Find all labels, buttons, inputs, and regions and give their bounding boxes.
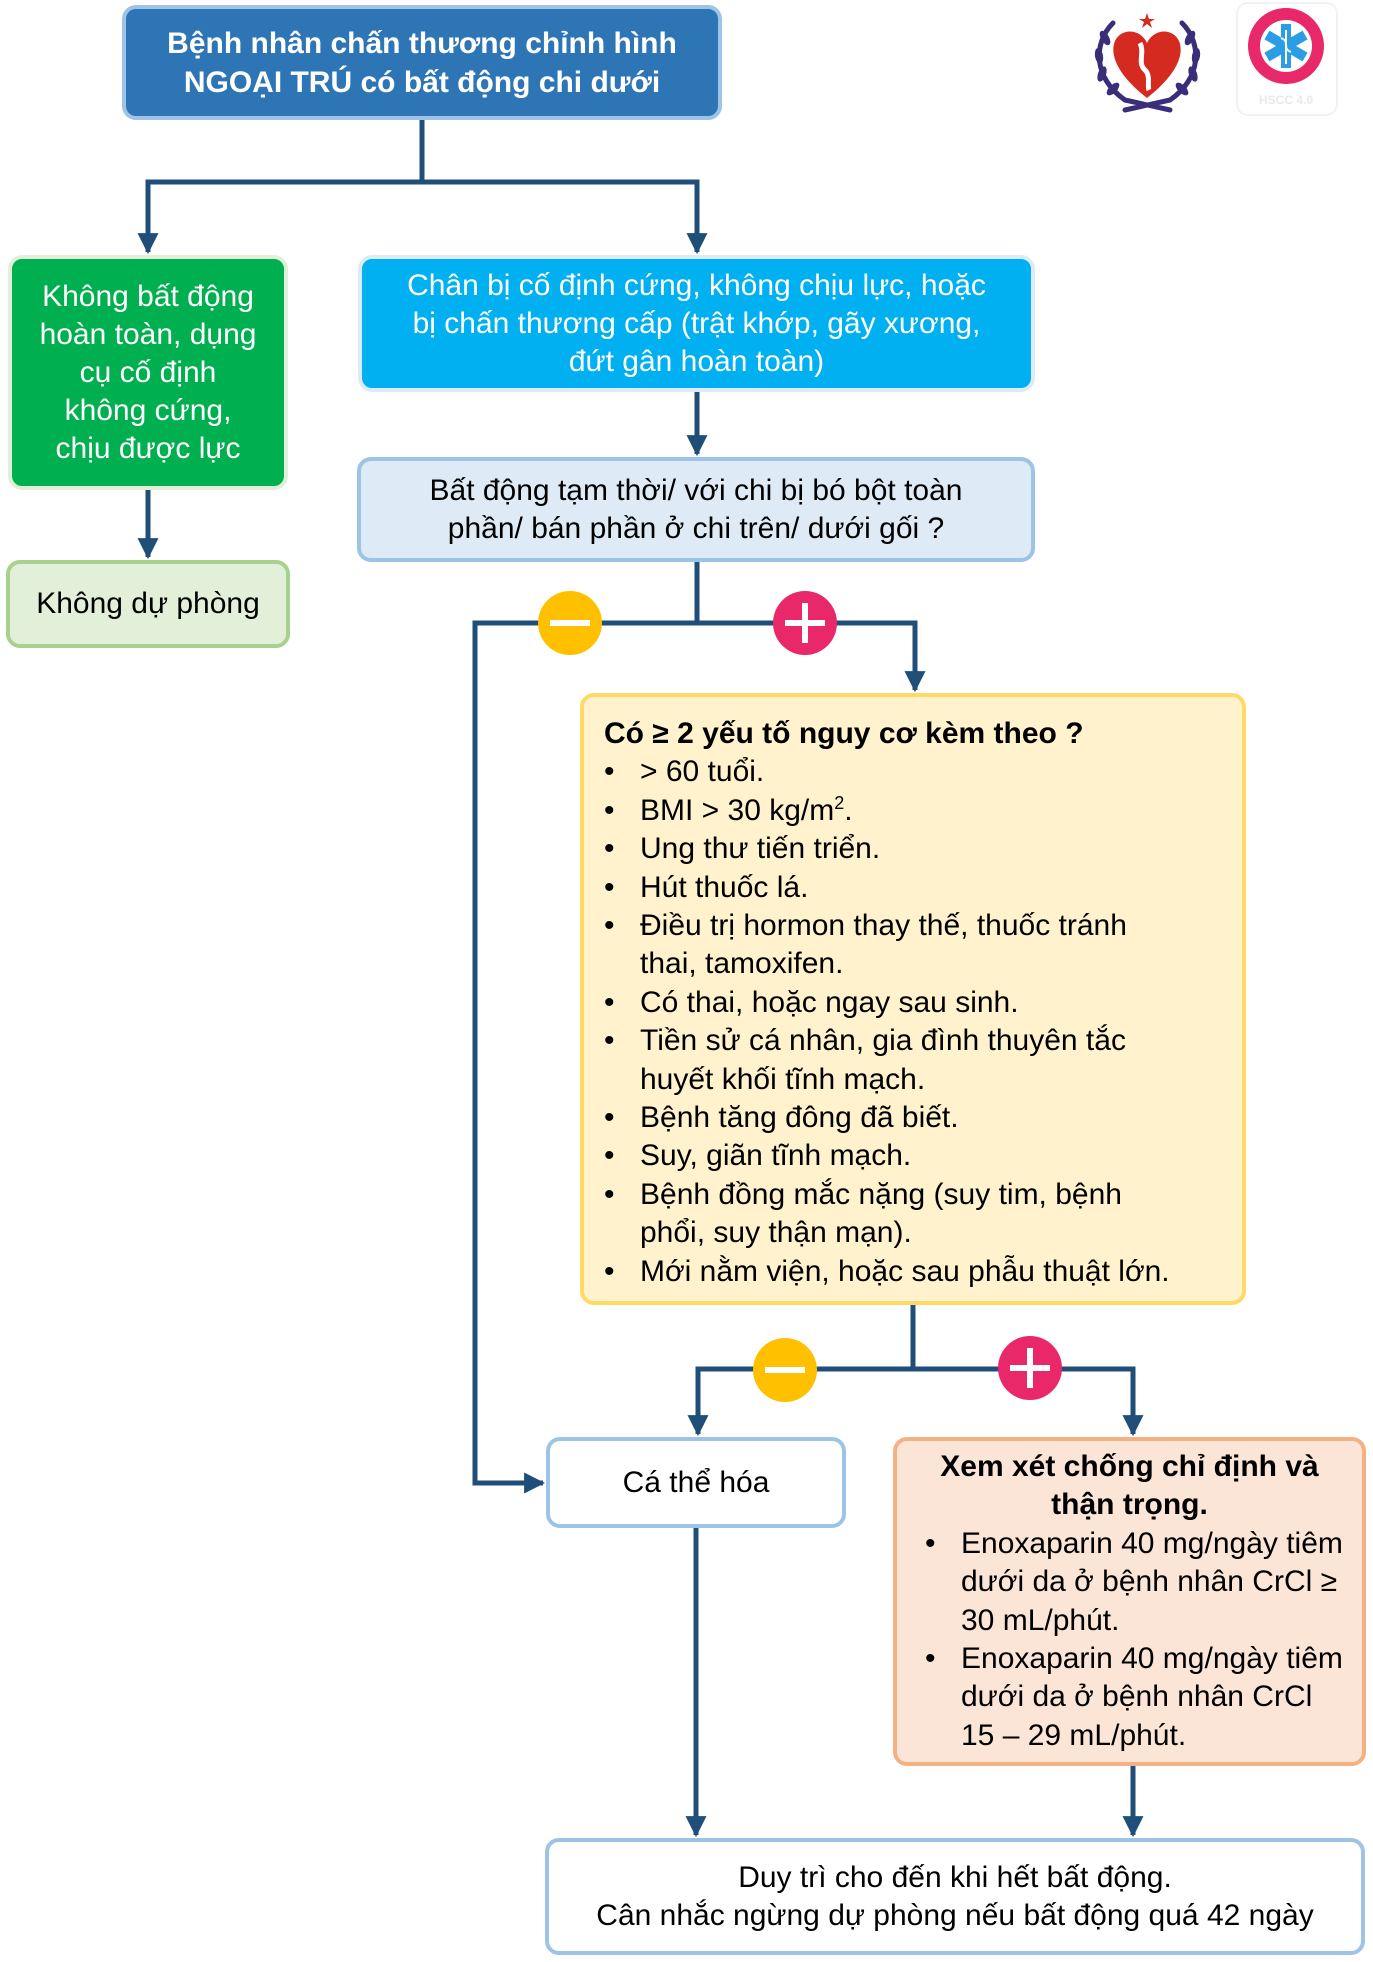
node-line: cụ cố định — [79, 355, 217, 389]
node-line: đứt gân hoàn toàn) — [568, 344, 825, 378]
minus-badge-icon — [753, 1338, 817, 1402]
contraindication-node: Xem xét chống chỉ định và thận trọng. En… — [893, 1437, 1366, 1766]
contra-title-line: Xem xét chống chỉ định và — [940, 1449, 1319, 1483]
start-node: Bệnh nhân chấn thương chỉnh hình NGOẠI T… — [122, 5, 722, 120]
node-text: Không dự phòng — [36, 587, 260, 620]
risk-factor-item: Mới nằm viện, hoặc sau phẫu thuật lớn. — [604, 1253, 1222, 1292]
start-node-line: Bệnh nhân chấn thương chỉnh hình — [167, 26, 677, 60]
node-line: bị chấn thương cấp (trật khớp, gãy xương… — [412, 306, 981, 340]
node-line: Duy trì cho đến khi hết bất động. — [738, 1860, 1172, 1894]
risk-factor-item: Suy, giãn tĩnh mạch. — [604, 1137, 1222, 1176]
risk-factor-item: BMI > 30 kg/m2. — [604, 792, 1222, 831]
node-line: Chân bị cố định cứng, không chịu lực, ho… — [407, 268, 986, 302]
no-prophylaxis-node: Không dự phòng — [6, 560, 290, 648]
risk-factors-node: Có ≥ 2 yếu tố nguy cơ kèm theo ? > 60 tu… — [580, 693, 1246, 1305]
plus-badge-icon — [773, 591, 837, 655]
individualize-node: Cá thể hóa — [546, 1437, 846, 1528]
node-line: Không bất động — [42, 279, 254, 313]
node-line: Bất động tạm thời/ với chi bị bó bột toà… — [429, 473, 963, 507]
risk-factor-item: Bệnh đồng mắc nặng (suy tim, bệnh phổi, … — [604, 1176, 1222, 1253]
risk-factors-title: Có ≥ 2 yếu tố nguy cơ kèm theo ? — [604, 717, 1084, 750]
node-line: phần/ bán phần ở chi trên/ dưới gối ? — [447, 511, 945, 545]
risk-factor-item: > 60 tuổi. — [604, 753, 1222, 792]
cast-question-node: Bất động tạm thời/ với chi bị bó bột toà… — [357, 457, 1035, 562]
node-line: chịu được lực — [55, 431, 241, 465]
dosing-item: Enoxaparin 40 mg/ngày tiêm dưới da ở bện… — [925, 1525, 1346, 1640]
contra-title-line: thận trọng. — [1051, 1488, 1208, 1522]
partial-immobilization-node: Không bất động hoàn toàn, dụng cụ cố địn… — [8, 255, 288, 490]
rigid-immobilization-node: Chân bị cố định cứng, không chịu lực, ho… — [358, 255, 1035, 392]
arrow-question-yes-to-risk — [697, 620, 926, 693]
start-node-line: NGOẠI TRÚ có bất động chi dưới — [183, 65, 661, 99]
arrow-risk-yes-to-contra — [913, 1366, 1144, 1437]
emergency-icu-logo: HSCC 4.0 — [1236, 2, 1338, 116]
risk-factor-item: Bệnh tăng đông đã biết. — [604, 1099, 1222, 1138]
dosing-item: Enoxaparin 40 mg/ngày tiêm dưới da ở bện… — [925, 1640, 1346, 1755]
dosing-list: Enoxaparin 40 mg/ngày tiêm dưới da ở bện… — [913, 1525, 1346, 1755]
plus-badge-icon — [998, 1336, 1062, 1400]
risk-factor-item: Hút thuốc lá. — [604, 869, 1222, 908]
vietnam-heart-laurel-logo — [1085, 8, 1210, 113]
risk-factor-item: Tiền sử cá nhân, gia đình thuyên tắc huy… — [604, 1022, 1222, 1099]
risk-factor-item: Điều trị hormon thay thế, thuốc tránh th… — [604, 907, 1222, 984]
risk-factors-list: > 60 tuổi. BMI > 30 kg/m2. Ung thư tiến … — [604, 753, 1222, 1291]
risk-factor-item: Ung thư tiến triển. — [604, 830, 1222, 869]
risk-factor-item: Có thai, hoặc ngay sau sinh. — [604, 984, 1222, 1023]
node-line: không cứng, — [64, 393, 232, 427]
node-text: Cá thể hóa — [622, 1465, 770, 1499]
hscc-caption: HSCC 4.0 — [1259, 93, 1313, 107]
node-line: hoàn toàn, dụng — [39, 317, 257, 351]
arrow-risk-no-to-individualize — [687, 1366, 913, 1437]
node-line: Cân nhắc ngừng dự phòng nếu bất động quá… — [596, 1898, 1314, 1932]
arrow-to-partial — [137, 179, 422, 255]
maintain-node: Duy trì cho đến khi hết bất động. Cân nh… — [545, 1838, 1365, 1955]
minus-badge-icon — [538, 591, 602, 655]
arrow-to-rigid — [422, 179, 708, 255]
